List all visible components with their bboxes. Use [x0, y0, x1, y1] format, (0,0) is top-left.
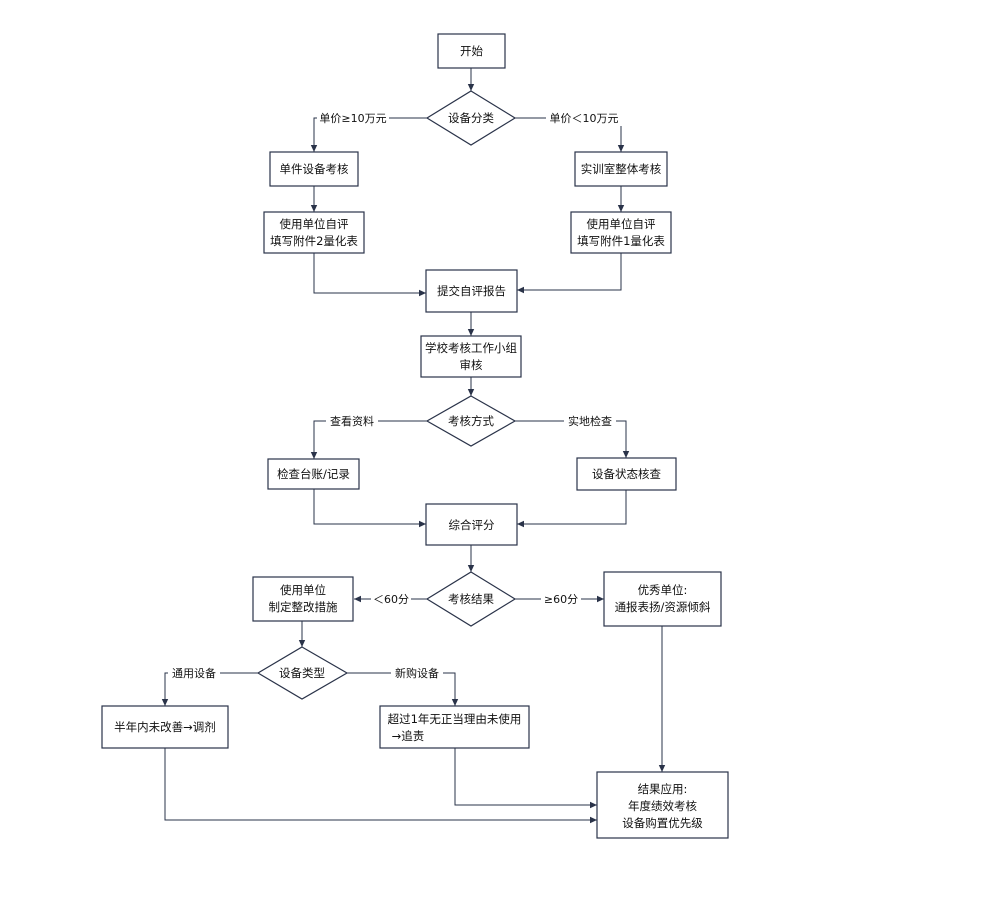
edge-selfleft-submit: [313, 253, 426, 297]
node-lab-overall: 实训室整体考核: [574, 151, 668, 187]
decision-classify-label: 设备分类: [448, 111, 494, 125]
edge-classify-single: [310, 117, 427, 152]
edge-onsite-score: [517, 490, 627, 528]
edge-label-price-high: 单价≥10万元: [319, 112, 386, 125]
edge-general-apply: [164, 748, 597, 824]
edge-label-above-60: ≥60分: [544, 593, 578, 606]
node-self-eval-right-line2: 填写附件1量化表: [577, 234, 665, 248]
node-new-device-action-line1: 超过1年无正当理由未使用: [388, 712, 522, 726]
node-self-eval-left-line1: 使用单位自评: [280, 217, 349, 231]
node-check-ledger-label: 检查台账/记录: [277, 467, 350, 481]
edge-labels: 单价≥10万元 单价＜10万元 查看资料 实地检查 ＜60分 ≥60分 通用设备…: [168, 110, 623, 681]
edge-label-check-site: 实地检查: [568, 414, 612, 428]
node-device-status: 设备状态核查: [576, 457, 677, 491]
node-rectify-measures-line2: 制定整改措施: [269, 600, 338, 614]
decision-result-label: 考核结果: [448, 592, 494, 606]
node-start-label: 开始: [460, 44, 483, 58]
node-school-review: 学校考核工作小组 审核: [420, 335, 522, 378]
edge-label-check-docs: 查看资料: [330, 414, 374, 428]
node-general-device-action-label: 半年内未改善→调剂: [114, 720, 216, 734]
edge-new-apply: [454, 748, 597, 809]
node-new-device-action-line2: →追责: [392, 729, 425, 743]
node-submit-report-label: 提交自评报告: [437, 284, 506, 298]
decision-method-label: 考核方式: [448, 414, 494, 428]
node-result-application-line2: 年度绩效考核: [628, 799, 697, 813]
node-single-device: 单件设备考核: [269, 151, 359, 187]
node-excellent-unit-line1: 优秀单位:: [638, 583, 688, 597]
node-submit-report: 提交自评报告: [425, 269, 518, 313]
decision-device-type-label: 设备类型: [279, 666, 325, 680]
edge-selfright-submit: [517, 253, 622, 294]
edge-method-onsite: [515, 420, 630, 458]
node-school-review-line2: 审核: [460, 358, 483, 372]
edges: [161, 68, 666, 824]
decision-result: 考核结果: [425, 571, 517, 627]
node-self-eval-right: 使用单位自评 填写附件1量化表: [570, 211, 672, 254]
edge-label-price-low: 单价＜10万元: [550, 112, 619, 125]
node-self-eval-left: 使用单位自评 填写附件2量化表: [263, 211, 365, 254]
edge-label-new-device: 新购设备: [395, 666, 439, 680]
node-check-ledger: 检查台账/记录: [267, 458, 360, 490]
node-start: 开始: [437, 33, 506, 69]
node-result-application-line1: 结果应用:: [638, 782, 688, 796]
edge-type-general: [161, 672, 258, 706]
edge-label-below-60: ＜60分: [373, 593, 409, 606]
edge-ledger-score: [313, 489, 426, 528]
nodes: 开始 设备分类 单件设备考核 实训室整体考核 使用单位自评 填写附件2量化表 使…: [101, 33, 729, 839]
node-lab-overall-label: 实训室整体考核: [581, 162, 662, 176]
node-excellent-unit: 优秀单位: 通报表扬/资源倾斜: [603, 571, 722, 627]
node-single-device-label: 单件设备考核: [280, 162, 349, 176]
node-device-status-label: 设备状态核查: [592, 467, 661, 481]
node-result-application-line3: 设备购置优先级: [622, 816, 703, 830]
decision-method: 考核方式: [425, 395, 517, 447]
edge-method-ledger: [310, 420, 427, 459]
node-rectify-measures: 使用单位 制定整改措施: [252, 576, 354, 622]
node-general-device-action: 半年内未改善→调剂: [101, 705, 229, 749]
edge-label-general-device: 通用设备: [172, 666, 216, 680]
node-rectify-measures-line1: 使用单位: [280, 583, 326, 597]
edge-type-new: [347, 672, 459, 706]
decision-classify: 设备分类: [425, 90, 517, 146]
node-self-eval-right-line1: 使用单位自评: [587, 217, 656, 231]
node-result-application: 结果应用: 年度绩效考核 设备购置优先级: [596, 771, 729, 839]
node-new-device-action: 超过1年无正当理由未使用 →追责: [379, 705, 530, 749]
node-self-eval-left-line2: 填写附件2量化表: [270, 234, 358, 248]
node-overall-score-label: 综合评分: [449, 518, 495, 532]
node-school-review-line1: 学校考核工作小组: [425, 341, 517, 355]
node-overall-score: 综合评分: [425, 503, 518, 546]
node-excellent-unit-line2: 通报表扬/资源倾斜: [615, 600, 711, 614]
decision-device-type: 设备类型: [256, 646, 349, 700]
